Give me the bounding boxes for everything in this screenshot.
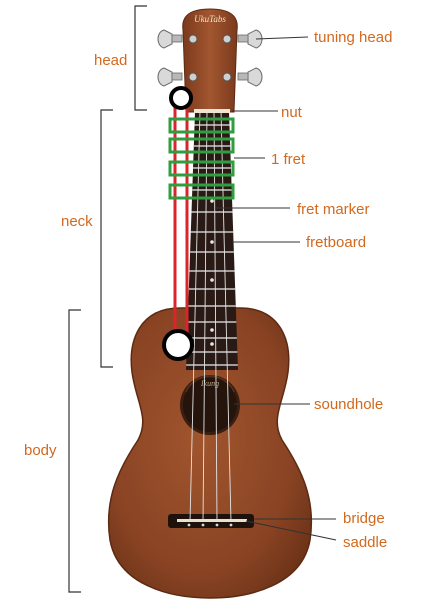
label-bridge: bridge <box>343 510 385 527</box>
label-soundhole: soundhole <box>314 396 383 413</box>
nut <box>194 109 230 113</box>
tuning-peg-post-icon <box>172 35 182 42</box>
bridge-pin-icon <box>188 524 191 527</box>
fret-marker-dot-icon <box>210 328 214 332</box>
label-nut: nut <box>281 104 303 121</box>
label-neck: neck <box>61 213 93 230</box>
tuning-peg-icon <box>248 68 262 86</box>
tuning-peg-icon <box>158 30 172 48</box>
neck-bracket <box>101 110 113 367</box>
bridge-pin-icon <box>216 524 219 527</box>
highlight-circle-body <box>164 331 192 359</box>
label-fret-marker: fret marker <box>297 201 370 218</box>
label-tuning-head: tuning head <box>314 29 392 46</box>
label-body: body <box>24 442 57 459</box>
tuning-peg-icon <box>158 68 172 86</box>
tuning-peg-post-icon <box>172 73 182 80</box>
tuning-post-icon <box>223 73 231 81</box>
tuning-post-icon <box>189 73 197 81</box>
label-fretboard: fretboard <box>306 234 366 251</box>
tuning-peg-post-icon <box>238 35 248 42</box>
highlight-circle-nut <box>171 88 191 108</box>
bridge-pin-icon <box>230 524 233 527</box>
brand-logo: UkuTabs <box>194 14 226 24</box>
fret-marker-dot-icon <box>210 278 214 282</box>
tuning-post-icon <box>223 35 231 43</box>
label-fret: 1 fret <box>271 151 306 168</box>
body-bracket <box>69 310 81 592</box>
tuning-post-icon <box>189 35 197 43</box>
fret-marker-dot-icon <box>210 199 214 203</box>
label-saddle: saddle <box>343 534 387 551</box>
fret-marker-dot-icon <box>210 342 214 346</box>
highlight-strings <box>175 100 187 342</box>
fret-marker-dot-icon <box>210 240 214 244</box>
tuning-peg-post-icon <box>238 73 248 80</box>
label-head: head <box>94 52 127 69</box>
head-bracket <box>135 6 147 110</box>
bridge-pin-icon <box>202 524 205 527</box>
saddle <box>177 519 247 522</box>
